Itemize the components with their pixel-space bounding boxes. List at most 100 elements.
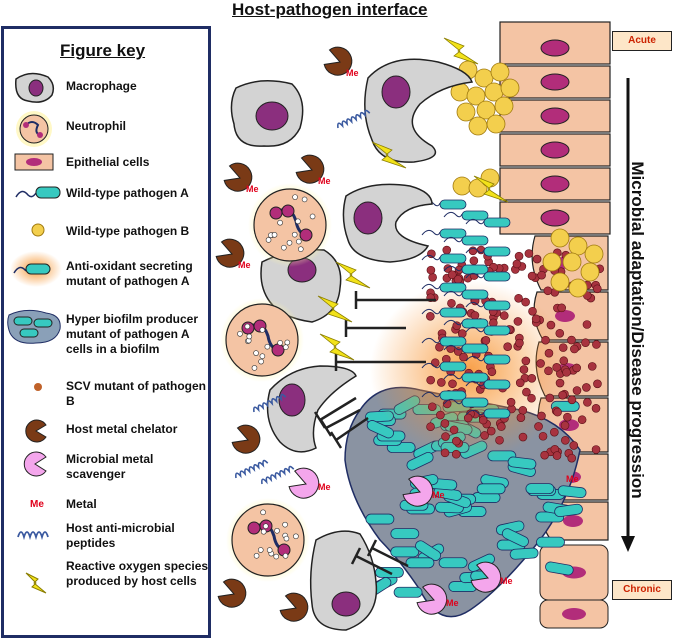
pathogen-a-flagellum — [421, 229, 441, 236]
inhibition-bar — [350, 547, 362, 565]
metal-label: Me — [500, 576, 513, 586]
pathogen-a-flagellum — [421, 308, 441, 315]
scv-cell — [436, 410, 445, 420]
inhibition-line — [355, 554, 393, 576]
ros-bolt — [319, 333, 355, 361]
neutrophil-icon — [16, 111, 52, 147]
scv-cell — [516, 413, 526, 422]
biofilm-rod — [405, 557, 435, 569]
inhibition-bar — [319, 419, 333, 437]
pathogen-b-cell — [452, 176, 472, 196]
pathogen-b-cell — [476, 100, 496, 120]
peptide — [261, 465, 295, 485]
biofilm-rod — [390, 546, 420, 558]
inhibition-bar — [329, 431, 343, 449]
pathogen-a-cell — [461, 372, 489, 383]
scv-cell — [469, 256, 479, 266]
epithelial-cell — [499, 65, 611, 99]
key-label-antioxidant: Anti-oxidant secreting mutant of pathoge… — [66, 259, 193, 288]
epithelial-nucleus — [540, 73, 570, 91]
scv-cell — [518, 406, 528, 415]
key-label-macrophage: Macrophage — [66, 79, 137, 93]
scv-cell — [514, 251, 524, 261]
scv-cell — [457, 329, 467, 338]
pathogen-a-cells — [421, 199, 511, 419]
pathogen-a-flagellum — [443, 373, 463, 380]
scv-cell — [534, 422, 543, 431]
ros-bolt — [335, 261, 371, 289]
biofilm-rod — [406, 451, 434, 471]
metal-label: Me — [346, 68, 359, 78]
scv-cell — [528, 306, 537, 316]
pathogen-b-cell — [494, 96, 514, 116]
biofilm-rod — [509, 547, 539, 560]
biofilm-rod — [415, 540, 442, 561]
scv-cell — [447, 298, 456, 308]
neutrophil — [226, 498, 310, 582]
scv-cell — [497, 422, 506, 431]
scv-cell — [570, 344, 579, 354]
scv-cell — [587, 362, 597, 371]
ros-bolt — [317, 295, 353, 323]
scv-cell — [557, 303, 566, 313]
scv-cell — [499, 311, 509, 320]
scv-cell — [515, 338, 524, 348]
scv-cell — [545, 393, 555, 403]
scv-cell — [537, 411, 546, 421]
figure-title: Host-pathogen interface — [232, 0, 428, 19]
pathogen-b-cell — [542, 252, 562, 272]
figure-key: Figure key Macrophage Neutrophil Epithel… — [1, 26, 211, 638]
epithelial-nucleus — [562, 608, 586, 620]
scv-cell — [537, 270, 546, 280]
pathogen-a-cell — [483, 217, 511, 228]
biofilm-rod — [525, 483, 555, 495]
pathogen-a-cell — [439, 253, 467, 264]
scv-cell — [552, 363, 561, 372]
epithelial-nucleus — [555, 310, 575, 322]
scv-cell — [540, 450, 549, 460]
microbial-scavenger — [470, 561, 502, 593]
metal-label: Me — [566, 474, 579, 484]
scv-cell — [426, 375, 435, 385]
biofilm-rod — [545, 561, 574, 576]
metal-label: Me — [318, 176, 331, 186]
epithelial-cell-icon — [14, 153, 54, 171]
scv-cell — [550, 427, 559, 437]
pathogen-b-cell — [550, 272, 570, 292]
peptide — [253, 393, 287, 413]
scv-cell — [495, 435, 504, 445]
ros-bolt — [443, 37, 479, 65]
epithelial-nucleus — [540, 209, 570, 227]
key-label-metal: Metal — [66, 497, 97, 511]
progression-label: Microbial adaptation/Disease progression — [628, 161, 647, 499]
host-chelator — [231, 424, 261, 454]
biofilm-rod — [554, 503, 583, 518]
pathogen-b-cells — [442, 60, 604, 298]
scv-cell — [582, 383, 591, 392]
scv-cell — [522, 387, 531, 397]
biofilm-rod — [557, 485, 587, 499]
scv-cell — [560, 421, 570, 430]
scv-cell — [524, 249, 534, 258]
key-label-scavenger: Microbial metal scavenger — [66, 452, 154, 481]
scv-cell — [544, 366, 553, 376]
pathogen-a-cell — [483, 354, 511, 365]
pathogen-a-cell — [439, 361, 467, 372]
scv-cell — [532, 254, 542, 264]
scv-cell — [543, 286, 553, 296]
scv-cell — [503, 342, 512, 351]
pathogen-a-flagellum — [421, 283, 441, 290]
key-label-chelator: Host metal chelator — [66, 422, 178, 436]
metal-icon: Me — [30, 499, 44, 510]
macrophage-1 — [230, 80, 304, 147]
scv-cell — [553, 407, 562, 417]
pathogen-b-cell — [562, 252, 582, 272]
scv-cell — [555, 378, 565, 388]
scv-cell — [521, 356, 531, 366]
pathogen-a-cell — [461, 343, 489, 354]
scv-cell — [440, 419, 450, 428]
host-chelator — [215, 238, 245, 268]
scv-cell — [506, 397, 516, 407]
pathogen-a-flagellum — [465, 409, 485, 416]
